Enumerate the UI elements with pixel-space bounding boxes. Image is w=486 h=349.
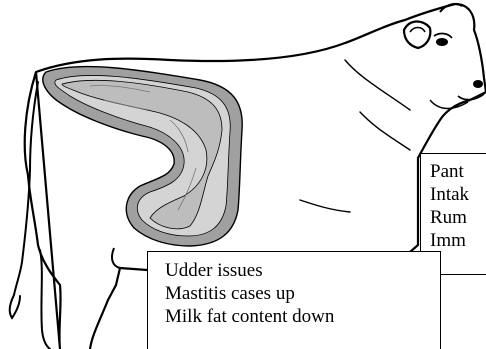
callout-right-line: Imm [430,229,486,252]
cow-ear-inner [410,28,425,33]
cow-eye-lash [434,34,452,38]
cow-neck-lines [300,60,410,212]
cow-udder-bump [112,248,120,268]
cow-horn [440,4,462,12]
cow-eye [436,38,448,46]
cow-jaw [430,100,468,109]
callout-right-line: Pant [430,160,486,183]
callout-bottom-line: Milk fat content down [165,305,440,328]
cow-tail [10,82,38,318]
callout-right-line: Intak [430,183,486,206]
callout-bottom-line: Udder issues [165,259,440,282]
cow-ear [404,22,430,49]
callout-right-line: Rum [430,206,486,229]
callout-udder-issues: Udder issues Mastitis cases up Milk fat … [147,251,441,349]
callout-bottom-line: Mastitis cases up [165,282,440,305]
cow-nostril [473,80,483,88]
